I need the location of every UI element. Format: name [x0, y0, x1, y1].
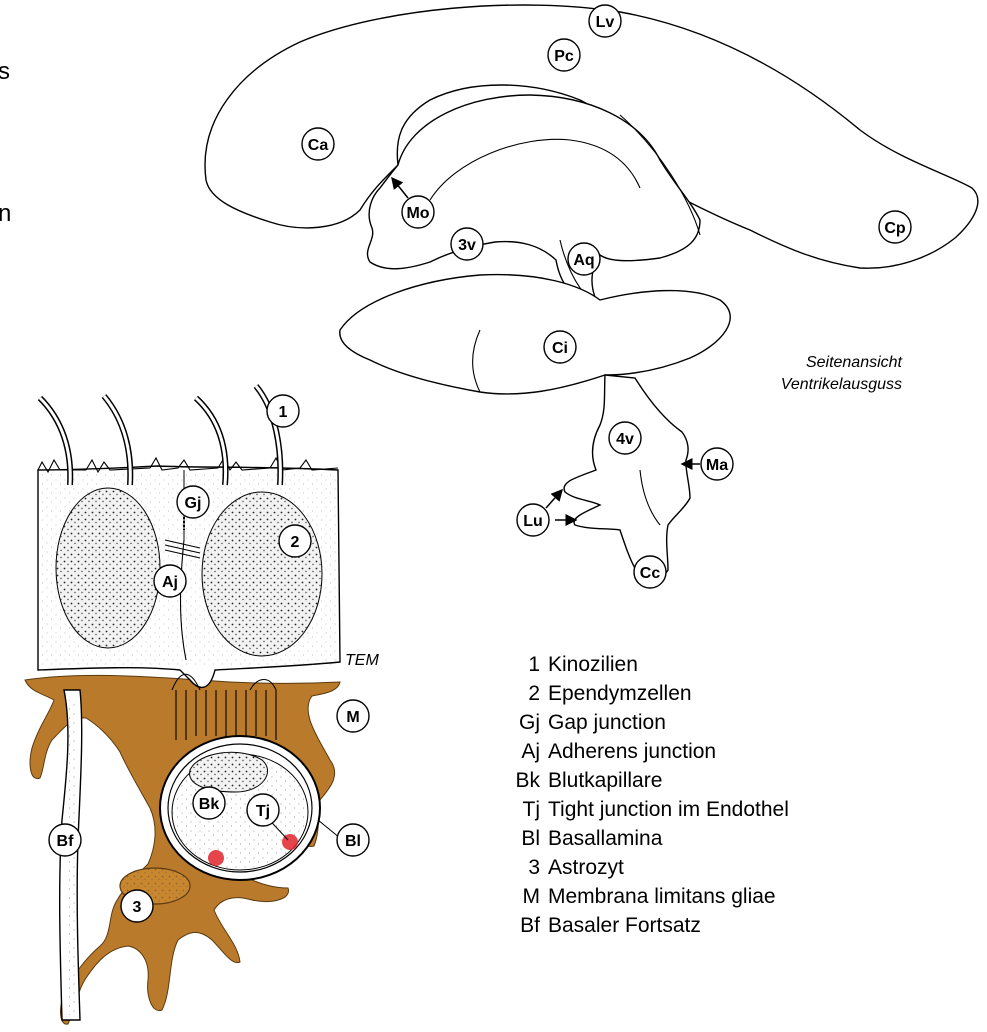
legend-text: Kinozilien [548, 650, 638, 679]
legend-text: Astrozyt [548, 853, 624, 882]
ventricle-caption-line-1: Seitenansicht [742, 352, 902, 374]
label-pc: Pc [548, 39, 580, 71]
tem-caption: TEM [345, 652, 379, 670]
legend-key: Aj [496, 737, 548, 766]
svg-text:Pc: Pc [554, 48, 574, 65]
ventricle-caption: Seitenansicht Ventrikelausguss [742, 352, 902, 396]
label-lv: Lv [589, 5, 621, 37]
label-3v: 3v [451, 228, 483, 260]
svg-text:Bl: Bl [345, 833, 361, 850]
ependyma-tem-drawing: 1 Gj 2 Aj M Bk Tj Bl Bf 3 [25, 386, 369, 1024]
svg-text:Mo: Mo [406, 205, 429, 222]
tight-junction-left [208, 850, 224, 866]
svg-text:3: 3 [133, 899, 142, 916]
label-gj: Gj [177, 486, 209, 518]
legend-text: Blutkapillare [548, 766, 662, 795]
label-aq: Aq [568, 243, 600, 275]
legend-text: Ependymzellen [548, 679, 692, 708]
fourth-ventricle-shape [564, 375, 690, 578]
label-cc: Cc [634, 556, 666, 588]
svg-text:Bf: Bf [57, 833, 75, 850]
legend-key: 2 [496, 679, 548, 708]
label-tj: Tj [247, 794, 279, 826]
inferior-horn-shape [340, 275, 730, 394]
label-3: 3 [121, 890, 153, 922]
label-cp: Cp [879, 211, 911, 243]
svg-text:Ci: Ci [552, 340, 568, 357]
svg-text:Ma: Ma [706, 457, 728, 474]
label-ma: Ma [701, 448, 733, 480]
svg-text:Cp: Cp [884, 220, 906, 237]
legend-key: Bl [496, 824, 548, 853]
svg-text:Aq: Aq [573, 252, 594, 269]
legend-text: Basaler Fortsatz [548, 911, 701, 940]
label-bk: Bk [193, 787, 225, 819]
label-mo: Mo [402, 196, 434, 228]
legend-key: 3 [496, 853, 548, 882]
legend-key: Tj [496, 795, 548, 824]
label-ci: Ci [544, 331, 576, 363]
label-2: 2 [279, 525, 311, 557]
svg-text:Aj: Aj [162, 574, 178, 591]
label-bl: Bl [337, 824, 369, 856]
legend-key: 1 [496, 650, 548, 679]
legend-text: Tight junction im Endothel [548, 795, 789, 824]
svg-text:Cc: Cc [640, 565, 661, 582]
svg-text:3v: 3v [458, 237, 476, 254]
legend-text: Membrana limitans gliae [548, 882, 776, 911]
legend-key: M [496, 882, 548, 911]
legend-key: Bk [496, 766, 548, 795]
legend-text: Gap junction [548, 708, 666, 737]
svg-text:4v: 4v [616, 431, 634, 448]
svg-text:Lv: Lv [596, 14, 615, 31]
svg-text:Gj: Gj [185, 495, 202, 512]
svg-text:Tj: Tj [256, 803, 270, 820]
svg-text:M: M [346, 709, 359, 726]
label-1: 1 [267, 395, 299, 427]
label-bf: Bf [49, 824, 81, 856]
legend-key: Gj [496, 708, 548, 737]
svg-text:1: 1 [279, 404, 288, 421]
svg-text:Lu: Lu [523, 513, 543, 530]
svg-text:2: 2 [291, 534, 300, 551]
legend-text: Basallamina [548, 824, 662, 853]
legend-key: Bf [496, 911, 548, 940]
svg-text:Ca: Ca [308, 137, 329, 154]
label-aj: Aj [154, 565, 186, 597]
label-lu: Lu [517, 504, 549, 536]
label-4v: 4v [609, 422, 641, 454]
label-ca: Ca [302, 128, 334, 160]
legend-text: Adherens junction [548, 737, 716, 766]
svg-text:Bk: Bk [199, 796, 220, 813]
ventricle-caption-line-2: Ventrikelausguss [742, 374, 902, 396]
label-m: M [337, 700, 369, 732]
